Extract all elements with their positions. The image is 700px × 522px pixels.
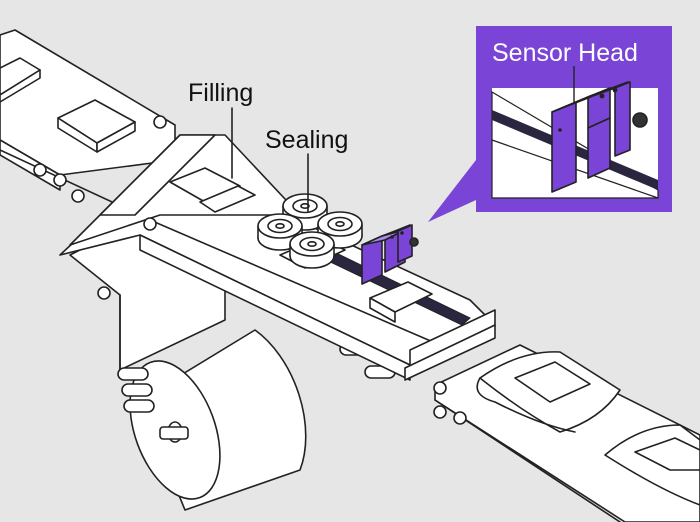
sensor-head-inset: Sensor Head xyxy=(428,26,672,222)
callout-lines xyxy=(231,107,309,213)
sensor-head-icon xyxy=(361,224,419,285)
sealing-roller-icon xyxy=(257,193,363,269)
infeed-conveyor xyxy=(0,29,176,216)
sealed-pack-2 xyxy=(604,424,700,506)
forming-bed xyxy=(59,174,496,381)
sealed-pack-1 xyxy=(476,351,621,433)
upper-rollers xyxy=(97,217,157,300)
infeed-rollers xyxy=(33,115,167,203)
label-filling: Filling xyxy=(188,79,253,107)
infeed-product-1 xyxy=(0,57,41,103)
label-sealing: Sealing xyxy=(265,126,348,154)
label-sensor-head: Sensor Head xyxy=(492,39,638,67)
film-roll-icon xyxy=(129,329,307,511)
infeed-product-2 xyxy=(57,99,136,153)
